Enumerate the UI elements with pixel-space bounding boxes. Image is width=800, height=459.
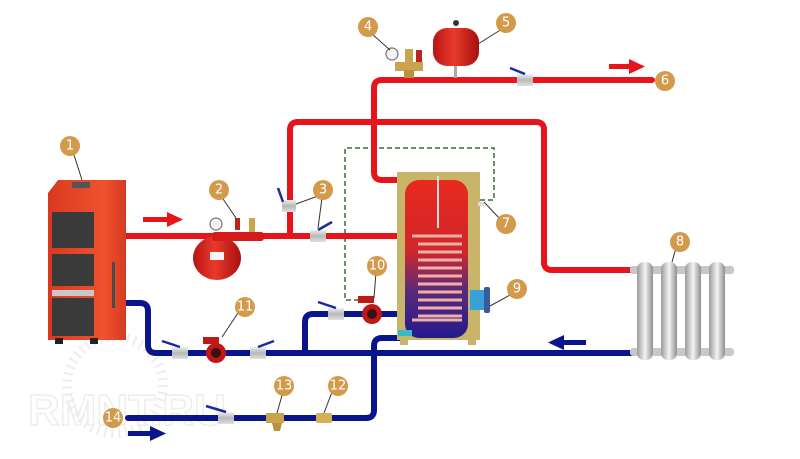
callout-badge-13: 13: [274, 376, 294, 396]
hot-pipes: [123, 77, 655, 273]
cold-pipes: [123, 300, 638, 421]
svg-text:4: 4: [364, 20, 372, 35]
callout-badge-11: 11: [235, 297, 255, 317]
svg-text:6: 6: [661, 74, 669, 89]
svg-text:13: 13: [276, 379, 293, 394]
svg-text:10: 10: [369, 259, 386, 274]
svg-text:9: 9: [513, 282, 521, 297]
ball-valve: [317, 300, 344, 320]
arrow-cold-water-in: [128, 426, 166, 441]
supply-manifold-group: [193, 217, 264, 280]
arrow-hot-water-out: [609, 59, 645, 74]
cold-pipe-cold-inlet: [125, 335, 408, 421]
ball-valve: [509, 66, 533, 86]
svg-text:12: 12: [330, 379, 347, 394]
ball-valve: [310, 220, 333, 242]
heat-exchanger-coil: [412, 234, 462, 322]
callout-badge-14: 14: [103, 408, 123, 428]
svg-text:2: 2: [215, 183, 223, 198]
svg-text:8: 8: [676, 235, 684, 250]
cold-pipe-return-main: [123, 300, 638, 356]
hot-pipe-dhw: [371, 77, 655, 183]
callout-badges: 1 2 3 4 5 6 7 8 9 10 11 12 13 14: [60, 13, 690, 428]
ball-valve: [161, 339, 188, 359]
callout-badge-5: 5: [496, 13, 516, 33]
callout-badge-1: 1: [60, 136, 80, 156]
ball-valve: [276, 187, 296, 212]
radiator: [630, 262, 734, 360]
watermark-text: RMNT.RU: [28, 386, 226, 435]
expansion-vessel: [433, 20, 479, 78]
svg-text:7: 7: [502, 217, 510, 232]
arrow-radiator-return: [548, 335, 586, 350]
strainer: [266, 413, 284, 431]
boiler: [48, 180, 126, 344]
safety-group: [385, 47, 423, 78]
cold-pipe-pump10-loop: [302, 311, 413, 356]
svg-text:5: 5: [502, 16, 510, 31]
callout-badge-12: 12: [328, 376, 348, 396]
svg-text:1: 1: [66, 139, 74, 154]
callout-badge-2: 2: [209, 180, 229, 200]
svg-text:11: 11: [237, 300, 254, 315]
callout-badge-4: 4: [358, 17, 378, 37]
ball-valves: [161, 66, 533, 424]
hot-pipe-riser: [287, 119, 638, 273]
callout-badge-6: 6: [655, 71, 675, 91]
check-valve: [316, 413, 332, 423]
callout-badge-9: 9: [507, 279, 527, 299]
circulation-pump-10: [358, 296, 382, 324]
flow-arrows: [128, 59, 645, 441]
callout-badge-10: 10: [367, 256, 387, 276]
svg-text:14: 14: [105, 411, 122, 426]
control-wire: [344, 147, 495, 301]
leader-lines: [73, 28, 677, 414]
callout-badge-8: 8: [670, 232, 690, 252]
ball-valve: [205, 404, 234, 424]
circulation-pump-11: [203, 337, 226, 363]
indirect-water-heater: [397, 172, 490, 345]
svg-text:3: 3: [319, 183, 327, 198]
callout-badge-7: 7: [496, 214, 516, 234]
ball-valve: [250, 339, 275, 359]
arrow-boiler-supply: [143, 212, 183, 227]
callout-badge-3: 3: [313, 180, 333, 200]
